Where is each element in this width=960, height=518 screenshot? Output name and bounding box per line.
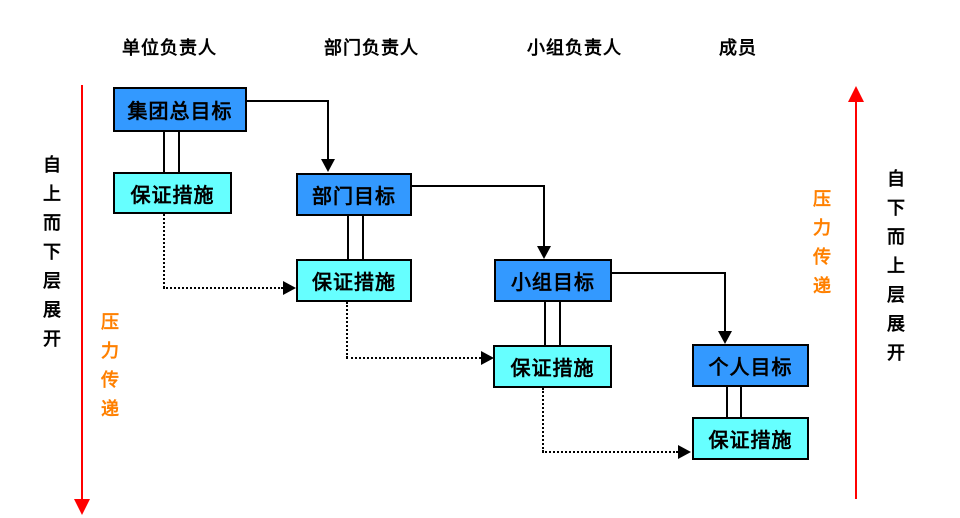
dotted-team-to-personal-v [542,388,544,452]
bottom-up-label: 自下而上层展开 [887,169,905,363]
bottom-up-arrow-line [855,101,857,499]
goal-box-team: 小组目标 [494,259,612,302]
link-group-total-to-unit-measure [163,132,180,172]
dotted-department-to-team-v [346,302,348,358]
dotted-department-to-team-h [346,357,481,359]
connector-team-to-personal-h [612,272,726,274]
column-header-unit: 单位负责人 [122,38,217,58]
top-down-arrowhead-icon [74,499,90,515]
top-down-arrow-line [81,85,83,500]
goal-box-group-total: 集团总目标 [113,87,247,132]
measure-box-department: 保证措施 [296,259,412,302]
arrowhead-into-team-goal-icon [537,246,551,259]
link-department-to-department-measure [347,216,364,259]
arrowhead-into-department-goal-icon [321,159,335,172]
connector-team-to-personal-v [724,272,726,332]
arrowhead-into-personal-goal-icon [718,331,732,344]
goal-box-personal: 个人目标 [692,344,809,387]
column-header-team: 小组负责人 [527,38,622,58]
goal-box-department: 部门目标 [296,173,412,216]
connector-department-to-team-h [412,185,545,187]
column-header-department: 部门负责人 [324,38,419,58]
measure-box-unit: 保证措施 [113,172,232,214]
top-down-label: 自上而下层展开 [43,155,61,349]
connector-group-to-department-h [247,100,329,102]
dotted-unit-to-department-v [163,214,165,288]
connector-group-to-department-v [327,100,329,160]
arrowhead-into-personal-measure-icon [678,445,691,459]
link-team-to-team-measure [544,302,561,345]
dotted-unit-to-department-h [163,287,283,289]
right-pressure-label: 压力传递 [813,189,831,296]
connector-department-to-team-v [543,185,545,246]
arrowhead-into-department-measure-icon [283,281,296,295]
link-personal-to-personal-measure [726,387,742,417]
column-header-member: 成员 [719,38,757,58]
arrowhead-into-team-measure-icon [481,351,494,365]
left-pressure-label: 压力传递 [101,312,119,419]
bottom-up-arrowhead-icon [848,86,864,102]
measure-box-personal: 保证措施 [692,417,809,460]
dotted-team-to-personal-h [542,451,678,453]
measure-box-team: 保证措施 [493,345,612,388]
